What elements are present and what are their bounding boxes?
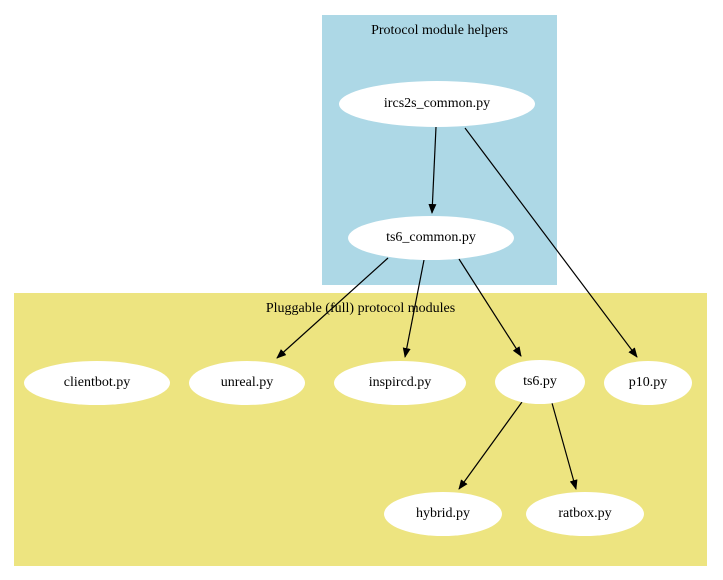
node-unreal: unreal.py (189, 361, 305, 405)
node-ts6-label: ts6.py (523, 374, 557, 389)
node-ratbox-label: ratbox.py (558, 506, 612, 521)
cluster-modules-label: Pluggable (full) protocol modules (265, 301, 456, 316)
cluster-helpers-label: Protocol module helpers (371, 23, 508, 38)
node-ircs2s-common: ircs2s_common.py (339, 81, 535, 127)
node-ircs2s-common-label: ircs2s_common.py (383, 96, 491, 111)
node-ts6-common-label: ts6_common.py (386, 230, 476, 245)
node-ts6-common: ts6_common.py (348, 216, 514, 260)
node-inspircd: inspircd.py (334, 361, 466, 405)
node-p10-label: p10.py (628, 375, 668, 390)
node-inspircd-label: inspircd.py (368, 375, 432, 390)
node-ratbox: ratbox.py (526, 492, 644, 536)
node-clientbot-label: clientbot.py (63, 375, 131, 390)
node-p10: p10.py (604, 361, 692, 405)
node-hybrid: hybrid.py (384, 492, 502, 536)
node-ts6: ts6.py (495, 360, 585, 404)
node-clientbot: clientbot.py (24, 361, 170, 405)
node-unreal-label: unreal.py (220, 375, 274, 390)
node-hybrid-label: hybrid.py (415, 506, 471, 521)
